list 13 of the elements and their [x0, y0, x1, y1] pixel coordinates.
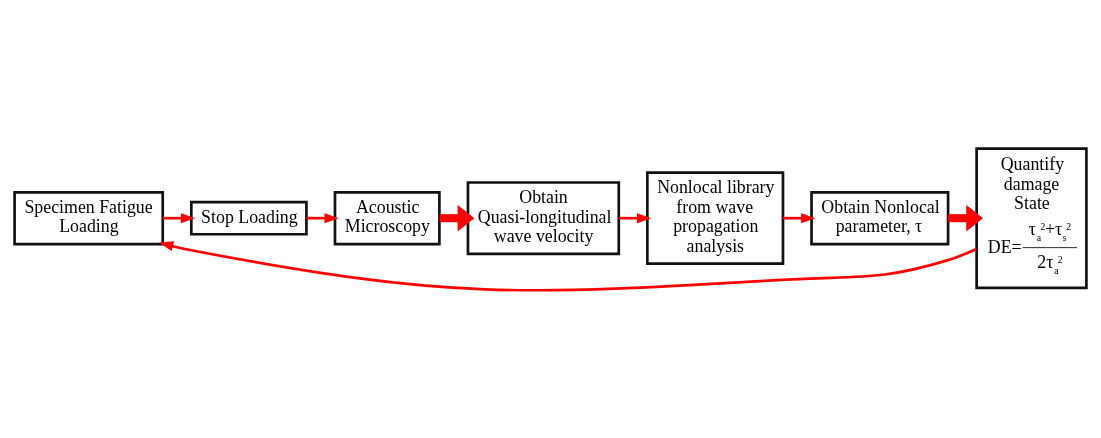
node-box: Acoustic Microscopy: [333, 190, 441, 245]
node-box: Stop Loading: [189, 200, 308, 236]
arrow: [948, 204, 983, 231]
arrow: [159, 240, 977, 292]
node-box: Specimen Fatigue Loading: [13, 190, 165, 245]
arrow: [618, 212, 652, 223]
arrow: [783, 212, 816, 223]
arrow: [306, 212, 339, 223]
arrow: [162, 212, 196, 223]
node-box: Obtain Nonlocal parameter, τ: [810, 190, 950, 245]
arrow: [439, 204, 475, 231]
node-box: Nonlocal library from wave propagation analysis: [646, 170, 785, 265]
node-box: Obtain Quasi-longitudinal wave velocity: [466, 180, 621, 255]
